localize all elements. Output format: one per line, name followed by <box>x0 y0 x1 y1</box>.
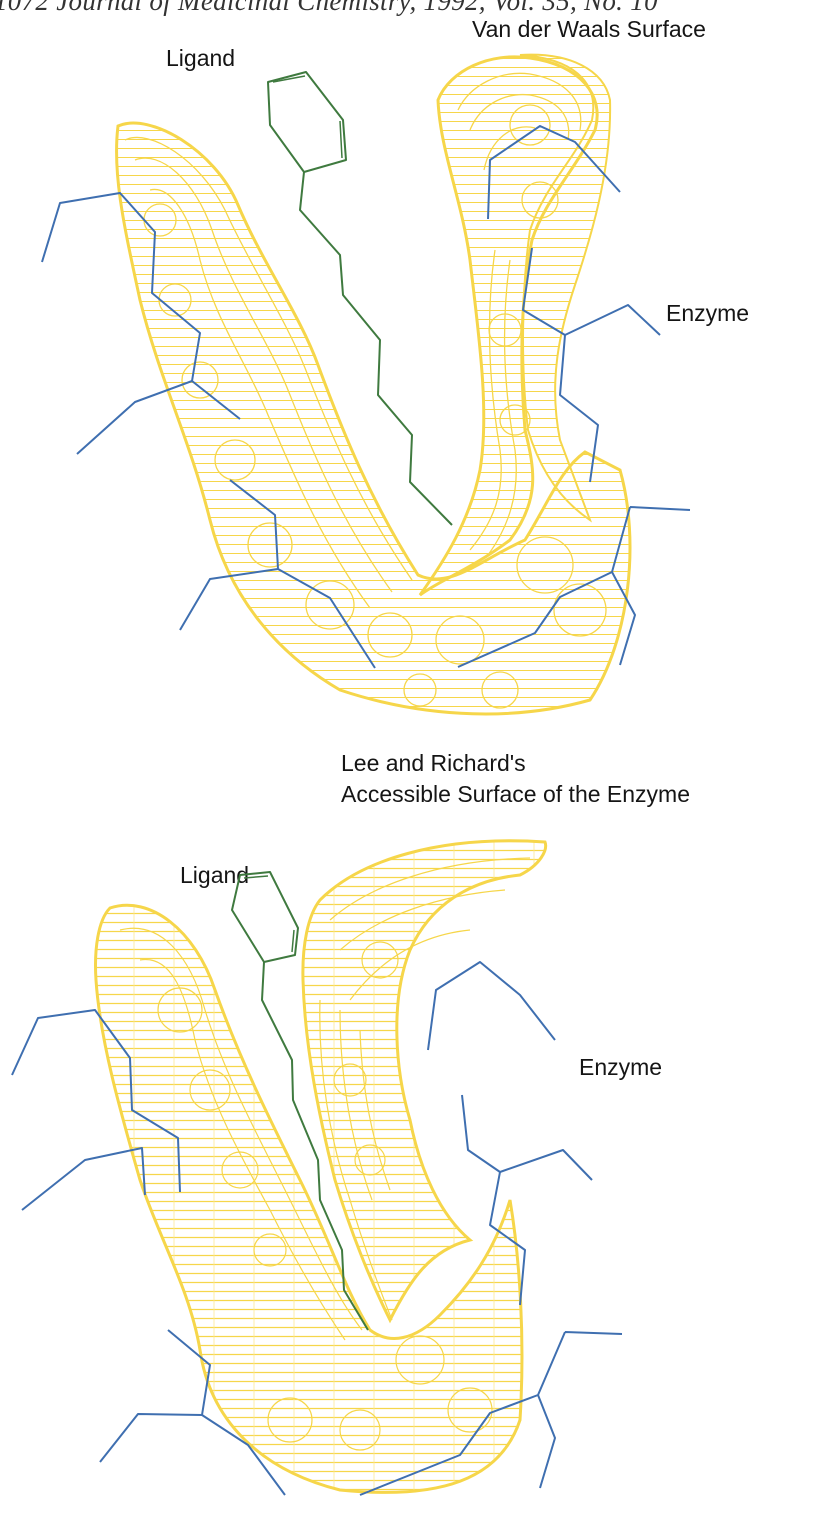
panel2-residue-5 <box>428 962 555 1050</box>
panel2-residue-2 <box>22 1148 145 1210</box>
panel1-vdw-surface <box>117 55 630 714</box>
panel2-residue-4 <box>100 1414 202 1462</box>
panel2-residue-6 <box>462 1095 592 1180</box>
panel1-ligand-ring <box>268 72 346 172</box>
panel2-ligand-ring <box>232 872 298 962</box>
panel2-accessible-surface <box>96 841 546 1493</box>
